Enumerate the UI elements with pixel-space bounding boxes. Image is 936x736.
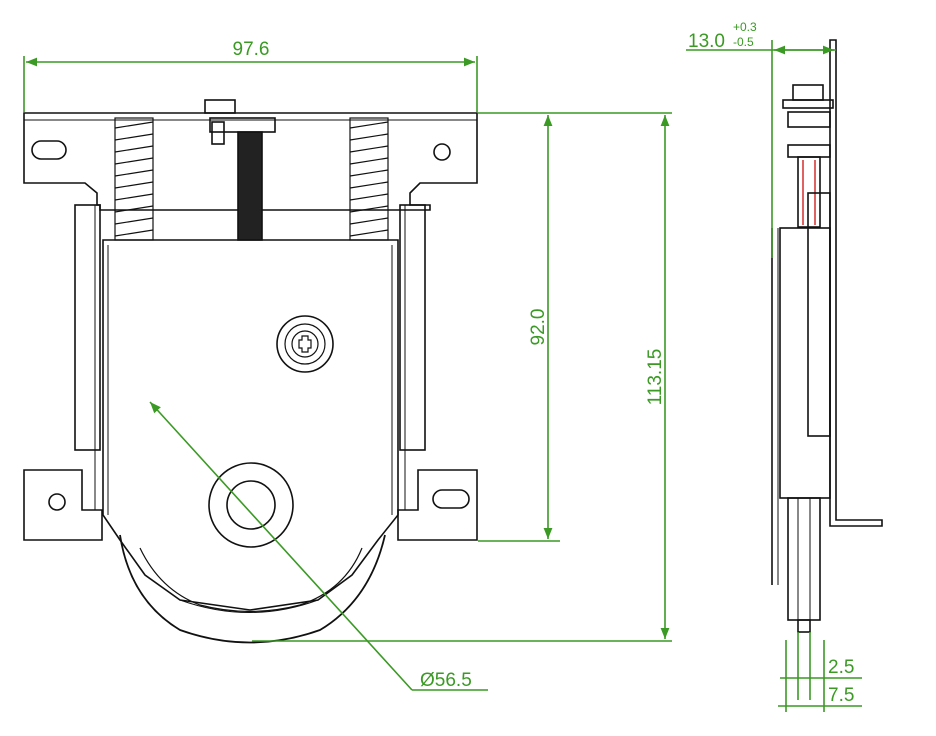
left-spring [114,117,154,241]
overall-height-label: 113.15 [645,349,666,406]
side-body [779,227,831,499]
inner-height-label: 92.0 [528,309,549,346]
front-view [23,99,478,644]
dimension-lines [23,40,862,712]
side-bolt-head [792,84,824,101]
wheel-inner [139,547,363,613]
top-plate [23,112,478,211]
side-shaft [797,156,821,228]
bolt-shaft [237,131,263,241]
side-view [771,39,883,633]
small-dim-b: 7.5 [828,685,854,706]
right-spring [349,117,389,241]
side-nut-top [782,99,834,109]
side-nut [787,111,831,128]
diameter-label: Ø56.5 [420,670,472,691]
side-bracket [829,39,883,527]
right-rail [399,204,426,451]
tolerance-plus: +0.3 [733,20,757,34]
dimension-labels: 97.6 92.0 113.15 Ø56.5 13.0 +0.3 -0.5 2.… [233,20,855,706]
housing-body [102,239,399,611]
bolt-head [204,99,236,114]
bottom-left-hole [48,493,66,511]
bottom-right-slot [432,489,470,509]
bottom-plate [23,469,103,541]
wheel-outer [119,534,386,644]
screw-cross [298,335,312,353]
top-left-slot [31,140,67,160]
width-label: 97.6 [233,39,270,60]
top-right-hole [433,143,451,161]
small-dim-a: 2.5 [828,657,854,678]
axle-outer [208,462,294,548]
axle-inner [226,480,276,530]
screw-outer [276,315,334,373]
side-wheel [787,497,821,621]
thickness-label: 13.0 [688,31,725,52]
tolerance-minus: -0.5 [733,35,754,49]
left-rail [74,204,101,451]
